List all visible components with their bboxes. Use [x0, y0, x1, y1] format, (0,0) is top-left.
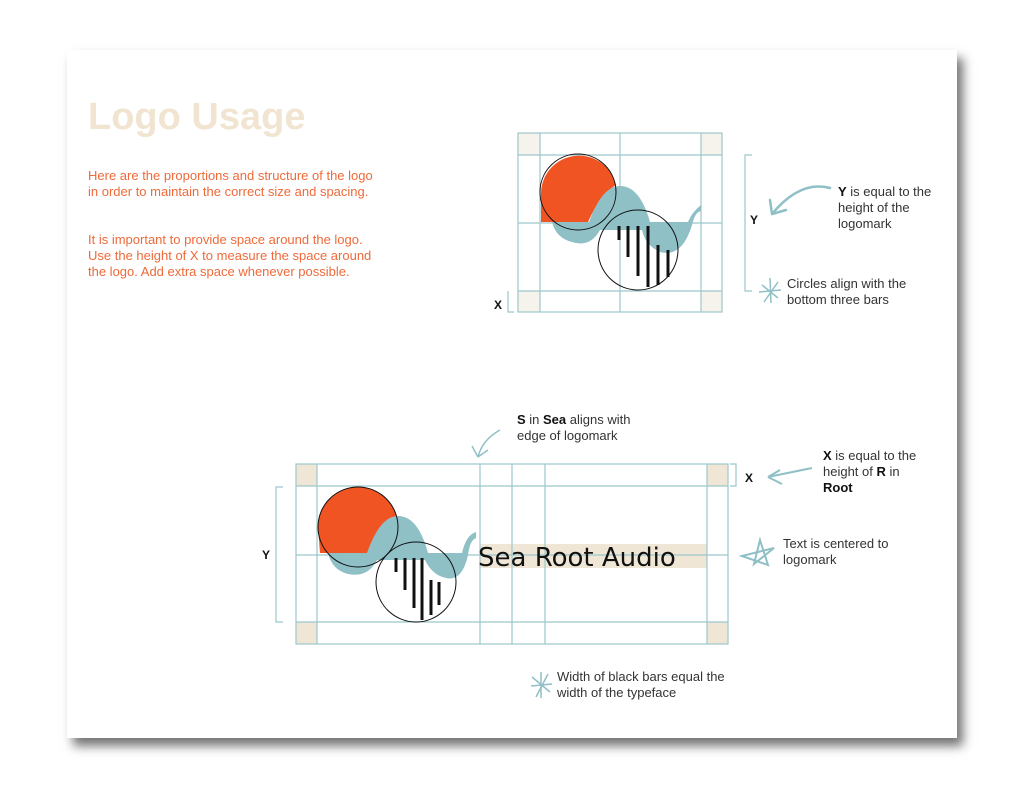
description-paragraph-1: Here are the proportions and structure o… — [88, 168, 373, 199]
arrow-left-icon — [767, 467, 813, 485]
note-s-alignment: S in Sea aligns with edge of logomark — [517, 412, 657, 444]
x-label-bottom: X — [745, 471, 754, 485]
note-bold: Y — [838, 184, 847, 199]
note-bold: Sea — [543, 412, 567, 427]
note-text: is equal to the height of the logomark — [838, 184, 932, 231]
description-paragraph-2: It is important to provide space around … — [88, 232, 372, 279]
note-text: in — [885, 464, 900, 479]
note-bold: S — [517, 412, 526, 427]
note-y-height: Y is equal to the height of the logomark — [838, 184, 948, 232]
note-bar-width: Width of black bars equal the width of t… — [557, 669, 725, 700]
logomark-top — [539, 153, 701, 291]
asterisk-icon — [758, 277, 782, 304]
x-label-top: X — [494, 298, 503, 312]
note-text-centered: Text is centered to logomark — [783, 536, 889, 567]
y-label-top: Y — [750, 213, 759, 227]
asterisk-icon — [530, 672, 553, 698]
y-label-bottom: Y — [262, 548, 271, 562]
bottom-grid — [275, 463, 737, 645]
top-grid — [518, 133, 722, 312]
note-bold: R — [876, 464, 886, 479]
note-bold: Root — [823, 480, 853, 495]
wordmark: Sea Root Audio — [478, 543, 676, 573]
note-text: aligns with edge of logomark — [517, 412, 631, 443]
curved-arrow-icon — [768, 185, 832, 216]
note-circles-align: Circles align with the bottom three bars — [787, 276, 907, 307]
note-text: in — [525, 412, 544, 427]
note-text: is equal to the height of — [823, 448, 917, 479]
page-title: Logo Usage — [88, 96, 306, 138]
note-x-height: X is equal to the height of R in Root — [823, 448, 923, 496]
curved-arrow-icon — [471, 429, 501, 458]
star-icon — [738, 536, 775, 567]
note-bold: X — [823, 448, 832, 463]
logomark-bottom — [317, 486, 476, 623]
